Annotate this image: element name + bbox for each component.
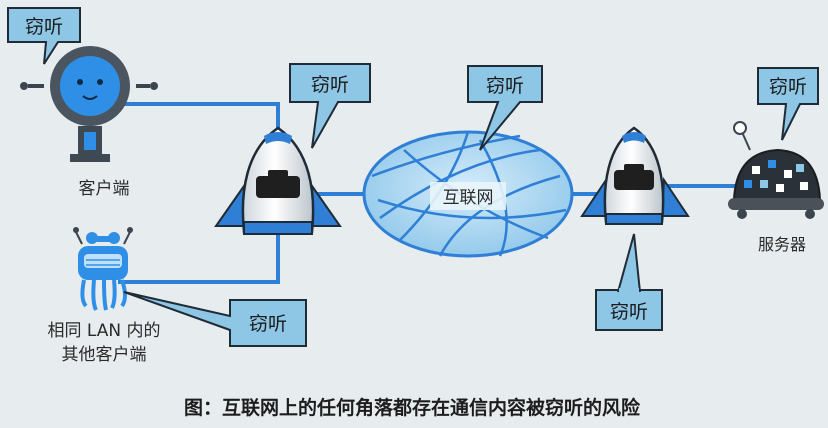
eavesdrop-bubble-server: 窃听: [757, 67, 819, 141]
figure-caption: 图：互联网上的任何角落都存在通信内容被窃听的风险: [184, 396, 641, 419]
eavesdrop-bubble-gateway: 窃听: [595, 233, 663, 331]
eavesdrop-label: 窃听: [249, 313, 287, 335]
client-label: 客户端: [79, 179, 130, 199]
server-label: 服务器: [758, 235, 806, 254]
eavesdrop-label: 窃听: [25, 16, 63, 38]
lan-client-robot: [73, 227, 133, 311]
eavesdrop-label: 窃听: [311, 74, 349, 96]
eavesdrop-bubble-client: 窃听: [7, 7, 81, 65]
eavesdrop-bubble-internet: 窃听: [467, 65, 543, 151]
client-robot: [20, 46, 158, 162]
lan-client-label-line2: 其他客户端: [62, 345, 147, 365]
internet-label: 互联网: [443, 188, 494, 208]
link-client-router: [110, 102, 280, 150]
gateway-rocket-right: [580, 126, 690, 225]
lan-client-label-line1: 相同 LAN 内的: [47, 321, 160, 341]
eavesdrop-label: 窃听: [769, 76, 807, 98]
eavesdrop-label: 窃听: [610, 301, 648, 323]
eavesdrop-label: 窃听: [486, 75, 524, 97]
internet-cloud: 互联网: [362, 130, 574, 258]
link-lan-router: [118, 232, 280, 284]
eavesdrop-bubble-router: 窃听: [289, 63, 371, 149]
eavesdrop-bubble-lan: 窃听: [123, 291, 307, 347]
router-rocket-left: [214, 126, 342, 235]
server-robot: [728, 121, 824, 219]
